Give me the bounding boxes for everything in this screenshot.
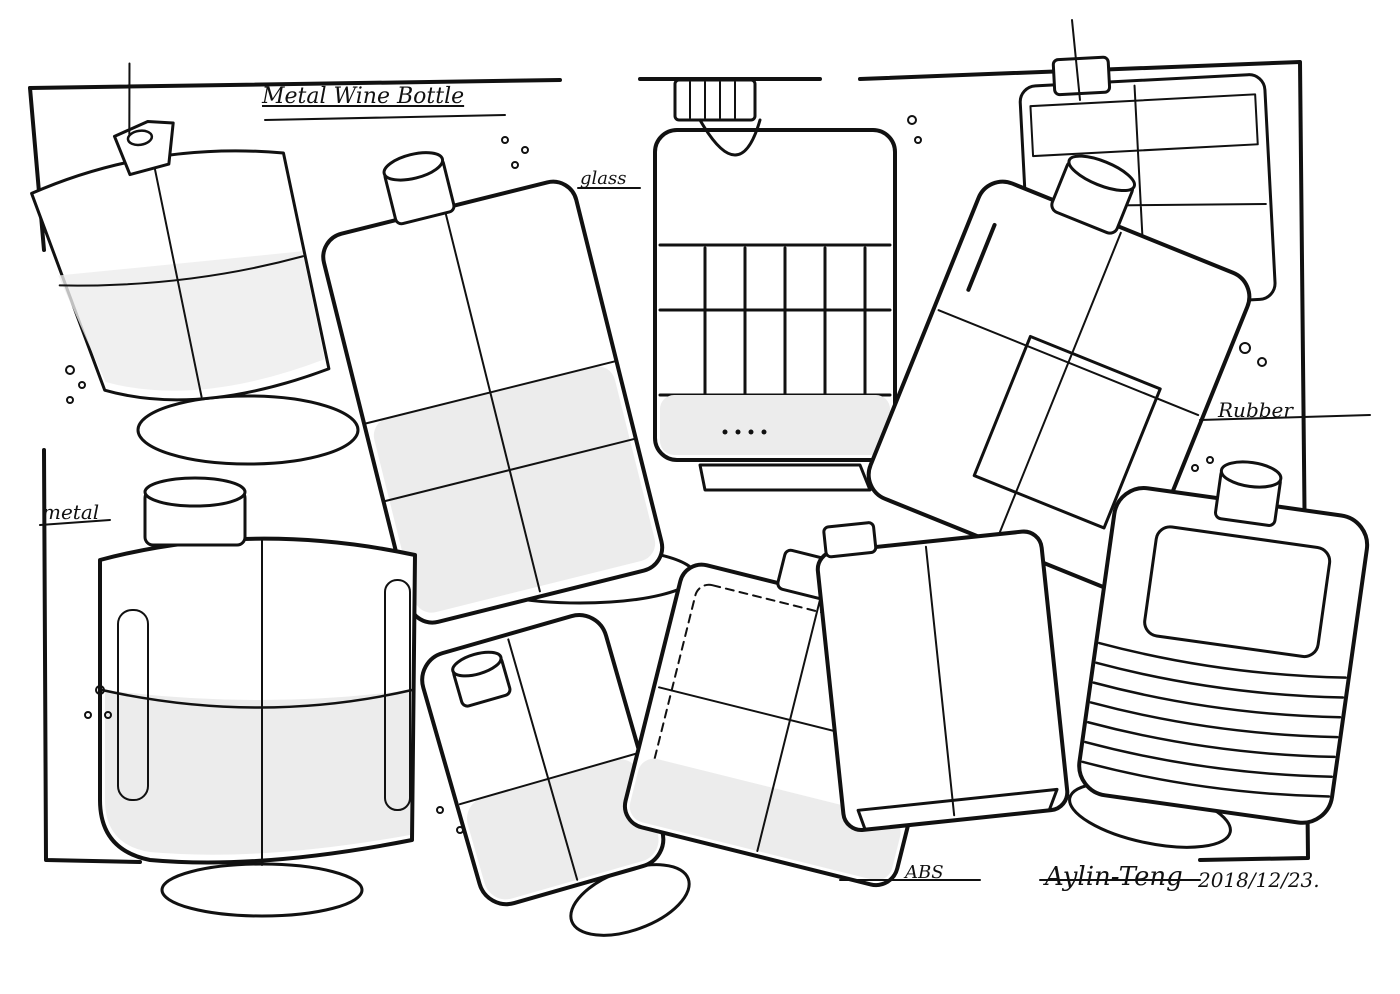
flask-ribbed-center	[653, 78, 897, 492]
glass-annotation: glass	[580, 168, 627, 189]
metal-annotation: metal	[42, 500, 100, 524]
signature-name: Aylin-Teng	[1045, 862, 1183, 892]
rubber-annotation: Rubber	[1218, 398, 1293, 422]
title-annotation: Metal Wine Bottle	[262, 84, 465, 109]
shadow-3	[160, 862, 364, 918]
flask-small	[420, 613, 666, 907]
flask-glass	[321, 151, 665, 625]
shadow-ellipses	[136, 394, 1232, 937]
abs-annotation: ABS	[905, 862, 944, 883]
shadow-1	[136, 394, 360, 466]
annotation-arrows	[39, 19, 1371, 881]
flask-top-left	[30, 62, 331, 402]
flask-metal	[98, 476, 417, 866]
signature-date: 2018/12/23.	[1198, 868, 1320, 892]
flask-back-center	[815, 521, 1070, 832]
flask-right-ribbed	[1077, 460, 1370, 825]
decorative-dots	[65, 115, 1267, 834]
